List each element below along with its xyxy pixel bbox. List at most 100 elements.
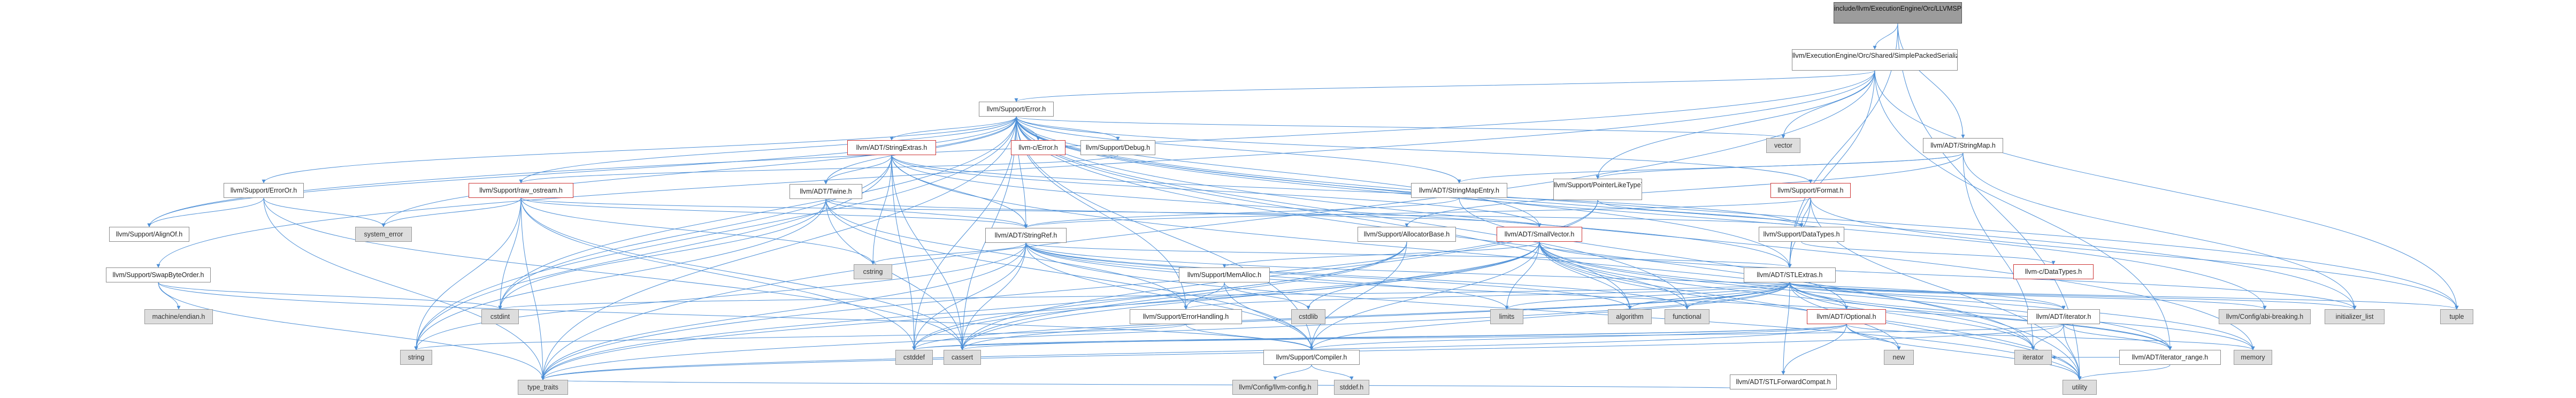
edge-n2-n9	[1016, 116, 1461, 183]
node-swapbyteorder-h[interactable]: llvm/Support/SwapByteOrder.h	[106, 267, 211, 282]
node-initializer-list[interactable]: initializer_list	[2325, 309, 2385, 324]
node-datatypes-h[interactable]: llvm/Support/DataTypes.h	[1759, 227, 1844, 242]
edge-n36-n43	[2063, 324, 2172, 350]
edge-n24-n32	[1789, 282, 2459, 310]
edge-n5-n16	[891, 155, 1804, 227]
node-memalloc-h[interactable]: llvm/Support/MemAlloc.h	[1179, 267, 1270, 282]
node-optional-h[interactable]: llvm/ADT/Optional.h	[1807, 309, 1886, 324]
edge-n14-n40	[1309, 241, 1407, 350]
node-tuple[interactable]: tuple	[2440, 309, 2473, 324]
edge-n4-n8	[1596, 152, 1964, 179]
edge-n24-n26	[499, 282, 1790, 310]
edge-n5-n24	[891, 155, 1792, 268]
edge-n1-n46	[541, 70, 1875, 380]
node-cstring[interactable]: cstring	[854, 264, 892, 279]
edge-n24-n45	[1781, 282, 1790, 375]
node-stddef-h[interactable]: stddef.h	[1334, 380, 1369, 395]
node-vector[interactable]: vector	[1766, 138, 1800, 153]
edge-n21-n26	[158, 282, 502, 310]
edge-n7-n12	[519, 155, 1118, 183]
edge-n5-n37	[414, 155, 892, 350]
node-debug-h[interactable]: llvm/Support/Debug.h	[1080, 140, 1155, 155]
edge-n33-n37	[414, 324, 1186, 350]
node-cstdint[interactable]: cstdint	[481, 309, 519, 324]
node-cassert[interactable]: cassert	[944, 350, 981, 365]
node-llvm-config-h[interactable]: llvm/Config/llvm-config.h	[1232, 380, 1318, 395]
node-stringmap-h[interactable]: llvm/ADT/StringMap.h	[1923, 138, 2003, 153]
edge-n24-n28	[1628, 282, 1790, 310]
node-stringref-h[interactable]: llvm/ADT/StringRef.h	[985, 228, 1067, 243]
edge-n2-n47	[1016, 116, 2082, 380]
node-cstddef[interactable]: cstddef	[895, 350, 933, 365]
edge-n2-n18	[381, 116, 1017, 227]
node-stlextras-h[interactable]: llvm/ADT/STLExtras.h	[1744, 267, 1836, 282]
edge-n24-n44	[1789, 282, 2255, 350]
node-stlforwardcompat-h[interactable]: llvm/ADT/STLForwardCompat.h	[1730, 374, 1837, 389]
edge-n24-n42	[1789, 282, 2035, 350]
edge-n19-n43	[1025, 242, 2172, 350]
edge-n1-n32	[1874, 70, 2459, 310]
node-pointerliketypetraits-h[interactable]: llvm/Support/PointerLikeTypeTraits.h	[1553, 179, 1642, 200]
node-memory[interactable]: memory	[2234, 350, 2272, 365]
node-machine-endian-h[interactable]: machine/endian.h	[144, 309, 213, 324]
node-type-traits[interactable]: type_traits	[518, 380, 568, 395]
node-cstdlib[interactable]: cstdlib	[1291, 309, 1325, 324]
edge-n13-n39	[825, 198, 964, 350]
node-llvm-c-error-h[interactable]: llvm-c/Error.h	[1011, 140, 1065, 155]
edge-n13-n26	[498, 198, 826, 310]
edge-n2-n5	[890, 116, 1017, 141]
edge-n43-n47	[2077, 364, 2171, 380]
node-smallvector-h[interactable]: llvm/ADT/SmallVector.h	[1497, 227, 1582, 242]
node-utility[interactable]: utility	[2063, 380, 2097, 395]
edge-n2-n3	[1016, 116, 1785, 139]
edge-n2-n37	[414, 116, 1017, 350]
node-abi-breaking-h[interactable]: llvm/Config/abi-breaking.h	[2219, 309, 2311, 324]
node-string[interactable]: string	[400, 350, 432, 365]
edge-n2-n12	[519, 116, 1017, 183]
node-functional[interactable]: functional	[1665, 309, 1709, 324]
node-twine-h[interactable]: llvm/ADT/Twine.h	[789, 184, 862, 199]
edge-n8-n16	[1597, 200, 1804, 227]
node-new[interactable]: new	[1884, 350, 1914, 365]
edge-n2-n7	[1016, 116, 1120, 141]
edge-n5-n26	[498, 155, 892, 310]
node-iterator-h[interactable]: llvm/ADT/iterator.h	[2027, 309, 2100, 324]
edge-n16-n20	[1801, 241, 2056, 265]
node-stringmapentry-h[interactable]: llvm/ADT/StringMapEntry.h	[1411, 183, 1507, 198]
node-format-h[interactable]: llvm/Support/Format.h	[1770, 183, 1851, 198]
node-system-error[interactable]: system_error	[355, 227, 412, 242]
node-limits[interactable]: limits	[1490, 309, 1523, 324]
node-allocatorbase-h[interactable]: llvm/Support/AllocatorBase.h	[1358, 227, 1456, 242]
edge-n2-n46	[541, 116, 1017, 380]
node-stringextras-h[interactable]: llvm/ADT/StringExtras.h	[847, 140, 936, 155]
edge-n24-n47	[1789, 282, 2082, 380]
edge-n1-n21	[156, 70, 1875, 268]
node-compiler-h[interactable]: llvm/Support/Compiler.h	[1263, 350, 1360, 365]
node-algorithm[interactable]: algorithm	[1608, 309, 1652, 324]
edge-n35-n40	[1309, 324, 1847, 350]
edge-n24-n33	[1184, 282, 1790, 310]
node-iterator-range-h[interactable]: llvm/ADT/iterator_range.h	[2119, 350, 2221, 365]
edge-n2-n40	[1016, 116, 1314, 350]
edge-n11-n46	[263, 197, 545, 380]
edge-n24-n27	[1505, 282, 1790, 310]
node-llvm-c-datatypes-h[interactable]: llvm-c/DataTypes.h	[2013, 264, 2094, 279]
edge-n35-n47	[1846, 324, 2082, 380]
edge-n10-n19	[1024, 197, 1811, 228]
edge-n5-n22	[871, 155, 892, 265]
node-simplepackedserialization-h[interactable]: llvm/ExecutionEngine/Orc/Shared/SimplePa…	[1792, 49, 1958, 71]
node-iterator[interactable]: iterator	[2014, 350, 2052, 365]
node-lvmspsserializers-h[interactable]: include/llvm/ExecutionEngine/Orc/LLVMSPS…	[1834, 2, 1962, 24]
edge-n12-n22	[520, 197, 875, 265]
node-errorhandling-h[interactable]: llvm/Support/ErrorHandling.h	[1130, 309, 1242, 324]
edge-n13-n37	[414, 198, 826, 350]
node-erroror-h[interactable]: llvm/Support/ErrorOr.h	[224, 183, 304, 198]
node-raw-ostream-h[interactable]: llvm/Support/raw_ostream.h	[469, 183, 573, 198]
node-error-h[interactable]: llvm/Support/Error.h	[979, 102, 1054, 117]
edge-n1-n2	[1014, 70, 1875, 102]
edge-n4-n31	[1962, 152, 2357, 310]
edge-n19-n29	[1025, 242, 1689, 310]
edge-n15-n44	[1539, 241, 2255, 350]
node-alignof-h[interactable]: llvm/Support/AlignOf.h	[109, 227, 189, 242]
